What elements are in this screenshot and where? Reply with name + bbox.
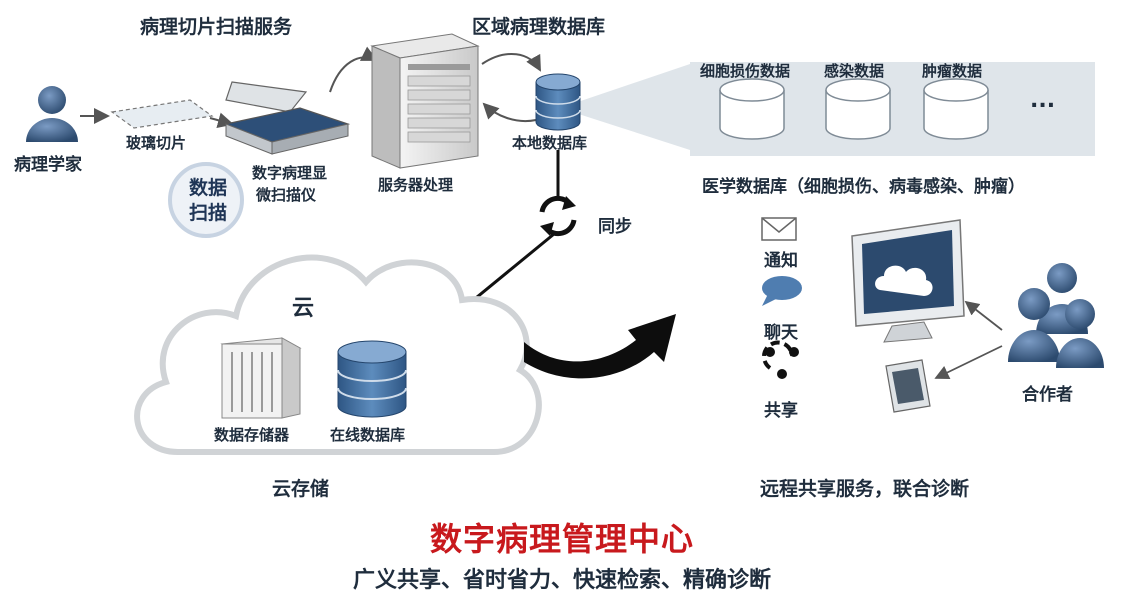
server-processing-label: 服务器处理 — [378, 176, 454, 194]
arrow-server-to-local-db — [481, 52, 541, 72]
data-scan-label-line1: 数据 — [188, 177, 227, 199]
database-icon — [825, 78, 891, 140]
collaborators-icon — [1008, 263, 1104, 368]
glass-slide-icon — [110, 99, 214, 129]
pathologist-label: 病理学家 — [14, 155, 82, 175]
online-db-label: 在线数据库 — [330, 426, 406, 444]
arrow-collab-to-tablet — [934, 345, 1003, 379]
arrow-scanner-to-server — [329, 46, 378, 93]
database-icon — [719, 78, 785, 140]
cell-injury-data-label: 细胞损伤数据 — [700, 62, 791, 80]
chat-bubble-icon — [762, 276, 802, 306]
medical-db-callout — [560, 62, 1095, 156]
database-icon — [535, 73, 581, 131]
more-data-ellipsis: ... — [1030, 88, 1056, 113]
scanner-icon — [223, 81, 351, 155]
scanner-label-line1: 数字病理显 — [252, 164, 328, 182]
envelope-icon — [761, 217, 797, 241]
medical-db-label: 医学数据库（细胞损伤、病毒感染、肿瘤） — [702, 177, 1025, 197]
database-icon — [337, 340, 407, 418]
tumor-data-label: 肿瘤数据 — [922, 62, 983, 80]
arrow-local-db-to-server — [482, 102, 537, 122]
share-label: 共享 — [764, 401, 798, 421]
curved-arrow-icon — [524, 314, 676, 379]
monitor-icon — [851, 219, 965, 343]
scan-service-title: 病理切片扫描服务 — [140, 16, 293, 38]
sync-icon — [539, 195, 577, 237]
arrow-collab-to-monitor — [964, 300, 1003, 331]
data-scan-label: 数据 扫描 — [172, 176, 244, 226]
data-scan-label-line2: 扫描 — [188, 202, 227, 224]
pathologist-icon — [26, 86, 78, 142]
storage-rack-icon — [220, 337, 302, 419]
chat-label: 聊天 — [764, 323, 798, 343]
notify-label: 通知 — [764, 251, 798, 271]
database-icon — [923, 78, 989, 140]
cloud-storage-label: 云存储 — [272, 478, 330, 500]
center-subtitle: 广义共享、省时省力、快速检索、精确诊断 — [352, 568, 771, 593]
regional-db-title: 区域病理数据库 — [472, 16, 606, 38]
sync-label: 同步 — [598, 217, 632, 237]
local-db-label: 本地数据库 — [512, 134, 588, 152]
cloud-label: 云 — [292, 296, 315, 321]
center-title: 数字病理管理中心 — [429, 520, 694, 558]
data-storage-label: 数据存储器 — [214, 426, 290, 444]
remote-sharing-label: 远程共享服务，联合诊断 — [760, 478, 970, 500]
data-scan-badge — [168, 162, 244, 238]
share-icon — [762, 340, 799, 379]
scanner-label-line2: 微扫描仪 — [256, 186, 317, 204]
collaborators-label: 合作者 — [1022, 385, 1073, 405]
tablet-icon — [885, 359, 931, 413]
glass-slide-label: 玻璃切片 — [126, 134, 187, 152]
server-icon — [370, 33, 480, 169]
infection-data-label: 感染数据 — [824, 62, 885, 80]
